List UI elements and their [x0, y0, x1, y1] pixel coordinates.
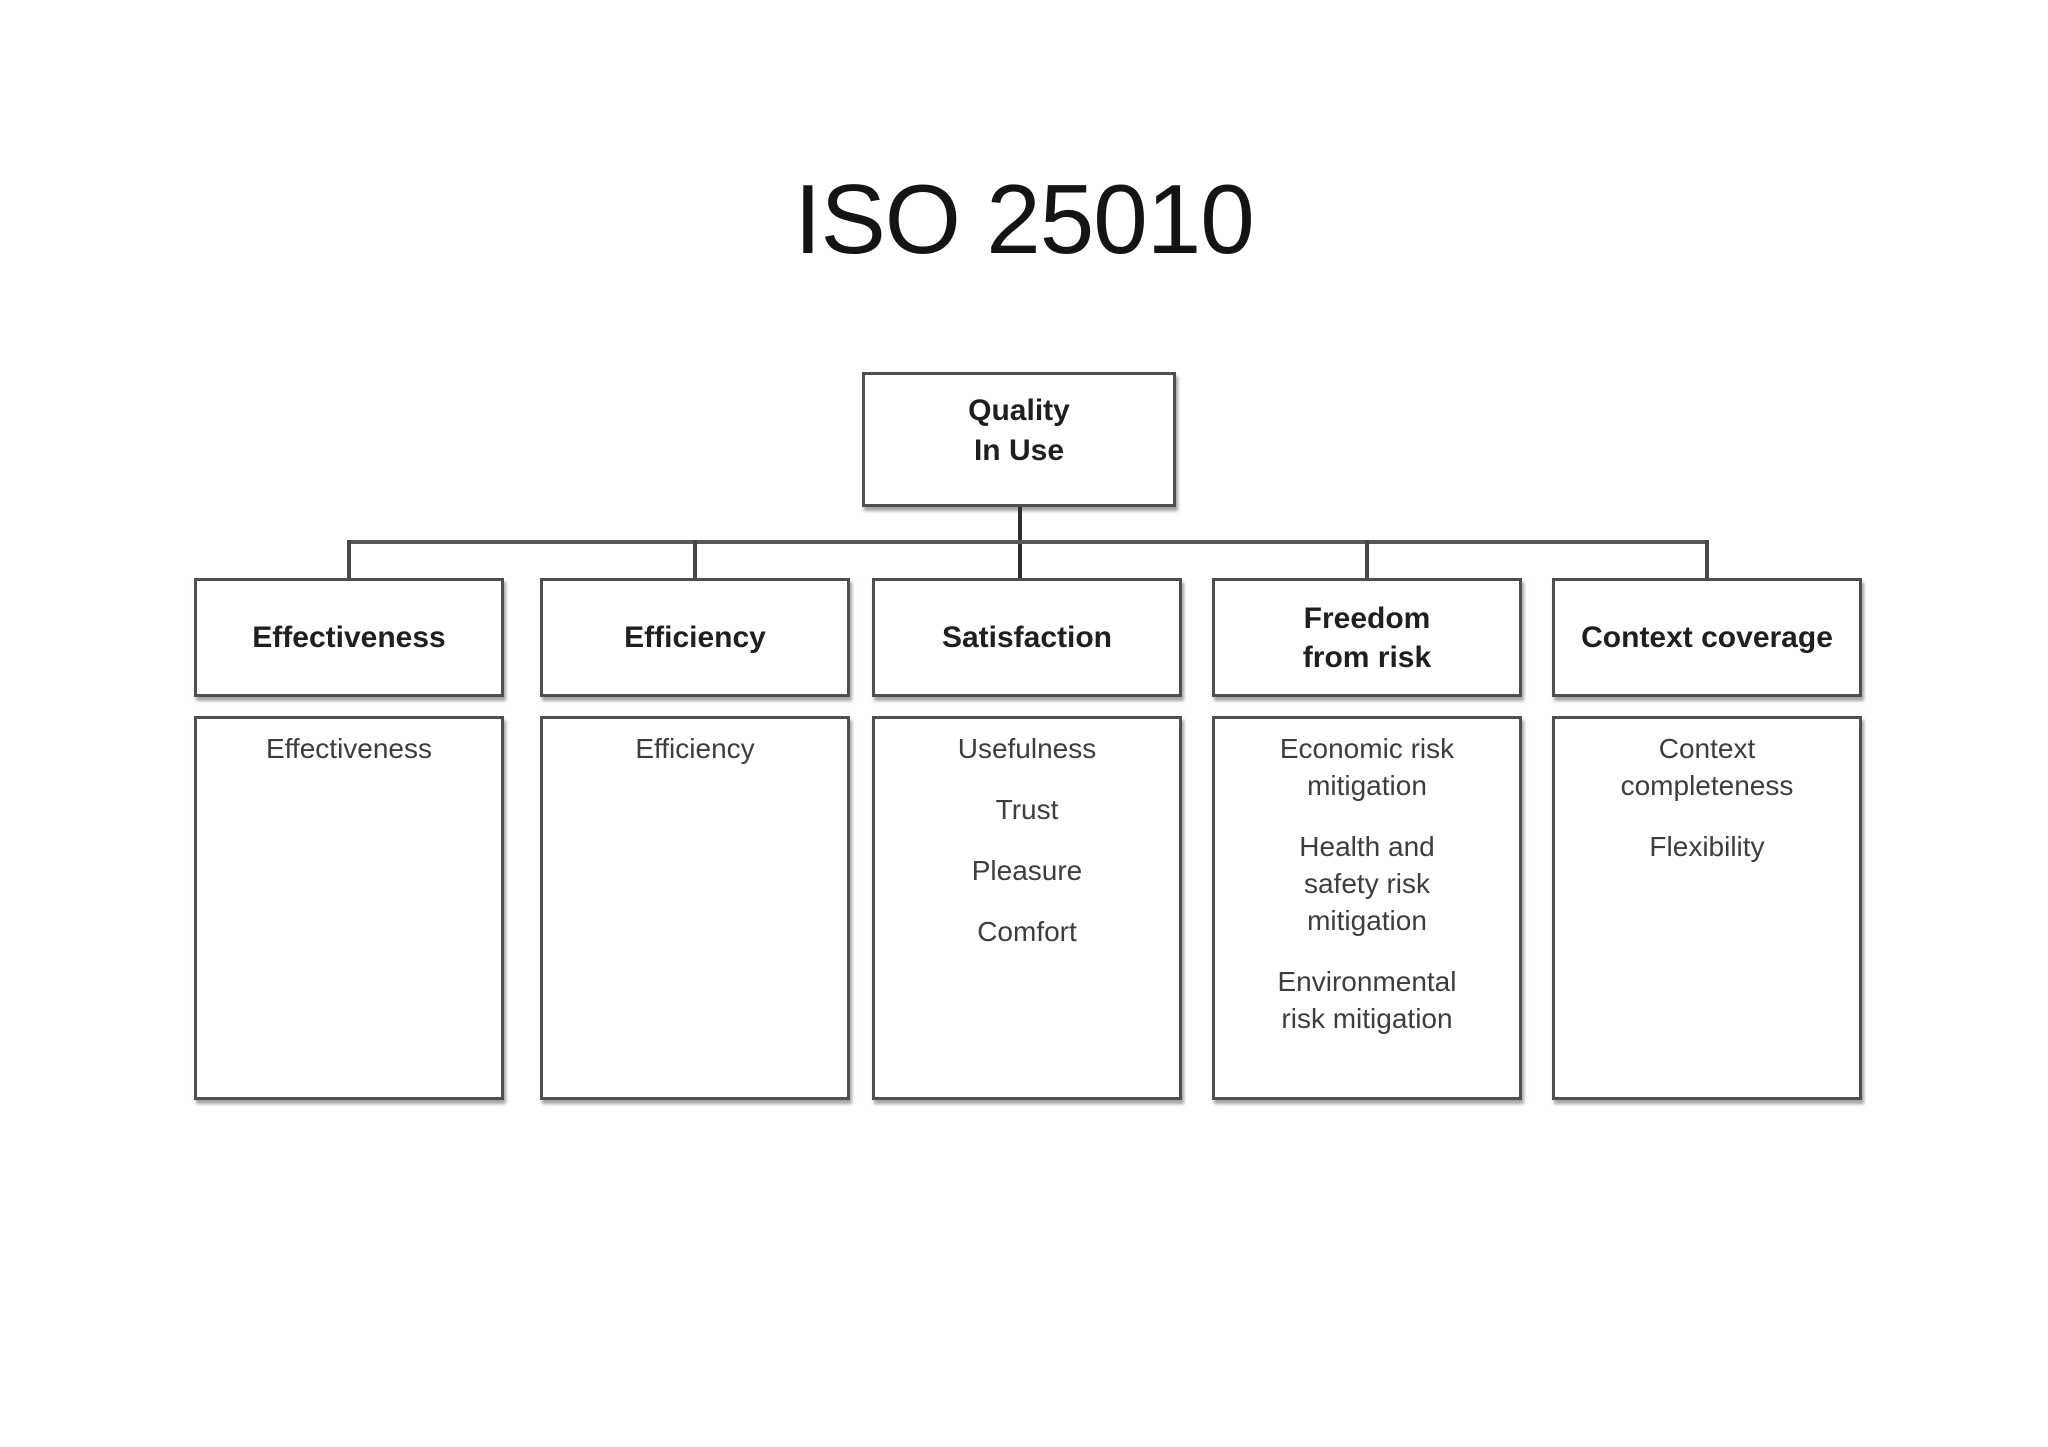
connector-drop-effectiveness — [347, 540, 351, 578]
node-freedom-from-risk: Freedom from risk — [1212, 578, 1522, 697]
subcharacteristics-freedom-from-risk: Economic risk mitigation Health and safe… — [1212, 716, 1522, 1100]
subcharacteristic-item: Economic risk mitigation — [1279, 733, 1455, 801]
node-quality-in-use: Quality In Use — [862, 372, 1176, 507]
subcharacteristic-item: Health and safety risk mitigation — [1299, 830, 1435, 936]
connector-drop-efficiency — [693, 540, 697, 578]
subcharacteristic-item: Context completeness — [1620, 733, 1794, 801]
node-effectiveness-label: Effectiveness — [252, 621, 446, 654]
node-satisfaction: Satisfaction — [872, 578, 1182, 697]
node-satisfaction-label: Satisfaction — [941, 621, 1113, 654]
subcharacteristic-item: Flexibility — [1649, 830, 1765, 862]
subcharacteristic-item: Usefulness — [957, 733, 1097, 764]
subcharacteristics-context-coverage: Context completeness Flexibility — [1552, 716, 1862, 1100]
node-effectiveness: Effectiveness — [194, 578, 504, 697]
slide-title: ISO 25010 — [794, 164, 1255, 274]
subcharacteristic-item: Effectiveness — [265, 733, 433, 764]
connector-drop-context-coverage — [1705, 540, 1709, 578]
subcharacteristic-item: Pleasure — [971, 854, 1083, 886]
node-context-coverage-label: Context coverage — [1581, 621, 1833, 654]
subcharacteristics-satisfaction: Usefulness Trust Pleasure Comfort — [872, 716, 1182, 1100]
node-context-coverage: Context coverage — [1552, 578, 1862, 697]
node-quality-in-use-label: Quality In Use — [968, 393, 1070, 467]
connector-horizontal-rail — [349, 540, 1709, 544]
subcharacteristics-efficiency: Efficiency — [540, 716, 850, 1100]
subcharacteristic-item: Environmental risk mitigation — [1277, 965, 1457, 1034]
subcharacteristic-item: Efficiency — [635, 733, 755, 764]
subcharacteristic-item: Comfort — [977, 915, 1077, 947]
subcharacteristic-item: Trust — [995, 793, 1059, 825]
connector-drop-freedom-from-risk — [1365, 540, 1369, 578]
node-efficiency-label: Efficiency — [624, 621, 766, 654]
subcharacteristics-effectiveness: Effectiveness — [194, 716, 504, 1100]
node-freedom-from-risk-label: Freedom from risk — [1302, 601, 1432, 674]
node-efficiency: Efficiency — [540, 578, 850, 697]
